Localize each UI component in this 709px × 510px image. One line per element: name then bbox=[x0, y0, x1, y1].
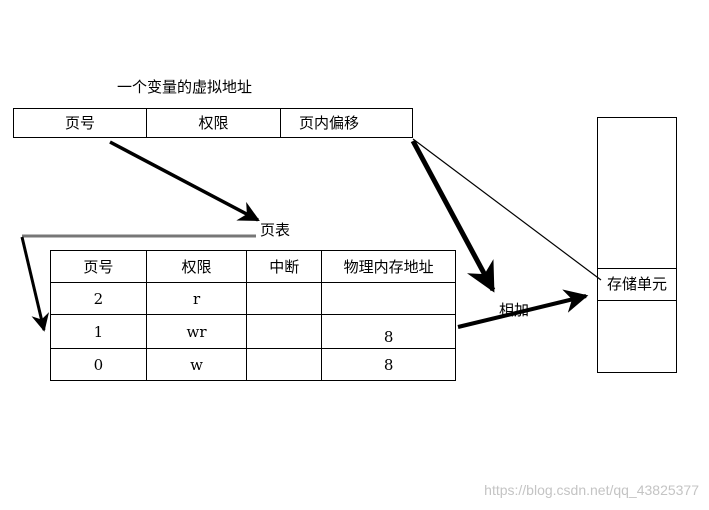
cell-page-number: 0 bbox=[50, 348, 147, 381]
table-row: 2 r bbox=[50, 282, 456, 315]
cell-permission: w bbox=[145, 348, 248, 381]
header-permission: 权限 bbox=[145, 250, 248, 283]
cell-interrupt bbox=[246, 314, 323, 349]
physical-address-to-adder-arrow bbox=[457, 289, 589, 329]
field-permission: 权限 bbox=[147, 109, 281, 137]
field-page-number: 页号 bbox=[14, 109, 147, 137]
table-row: 0 w 8 bbox=[50, 348, 456, 381]
add-label: 相加 bbox=[499, 301, 530, 319]
cell-permission: r bbox=[145, 282, 248, 315]
cell-physical-address: 8 bbox=[321, 348, 456, 381]
memory-block: 存储单元 bbox=[597, 117, 677, 373]
page-table: 页号 权限 中断 物理内存地址 2 r 1 wr 8 0 w 8 bbox=[50, 250, 456, 381]
cell-physical-address: 8 bbox=[321, 314, 456, 349]
cell-interrupt bbox=[246, 348, 323, 381]
header-interrupt: 中断 bbox=[246, 250, 323, 283]
watermark: https://blog.csdn.net/qq_43825377 bbox=[484, 482, 699, 498]
cell-interrupt bbox=[246, 282, 323, 315]
header-physical-address: 物理内存地址 bbox=[321, 250, 456, 283]
offset-to-adder-arrow bbox=[410, 139, 496, 293]
page-number-to-page-table-arrow bbox=[109, 140, 260, 222]
cell-physical-address bbox=[321, 282, 456, 315]
page-table-header-row: 页号 权限 中断 物理内存地址 bbox=[50, 250, 456, 283]
field-page-offset: 页内偏移 bbox=[299, 114, 360, 132]
offset-to-storage-line bbox=[412, 138, 602, 281]
storage-unit: 存储单元 bbox=[598, 268, 676, 301]
virtual-address-title: 一个变量的虚拟地址 bbox=[117, 78, 253, 96]
header-page-number: 页号 bbox=[50, 250, 147, 283]
cell-page-number: 1 bbox=[50, 314, 147, 349]
page-table-label: 页表 bbox=[260, 221, 291, 239]
cell-permission: wr bbox=[145, 314, 248, 349]
table-row: 1 wr 8 bbox=[50, 314, 456, 349]
cell-page-number: 2 bbox=[50, 282, 147, 315]
page-table-down-arrow bbox=[20, 236, 50, 332]
virtual-address-box: 页号 权限 页内偏移 bbox=[13, 108, 413, 138]
